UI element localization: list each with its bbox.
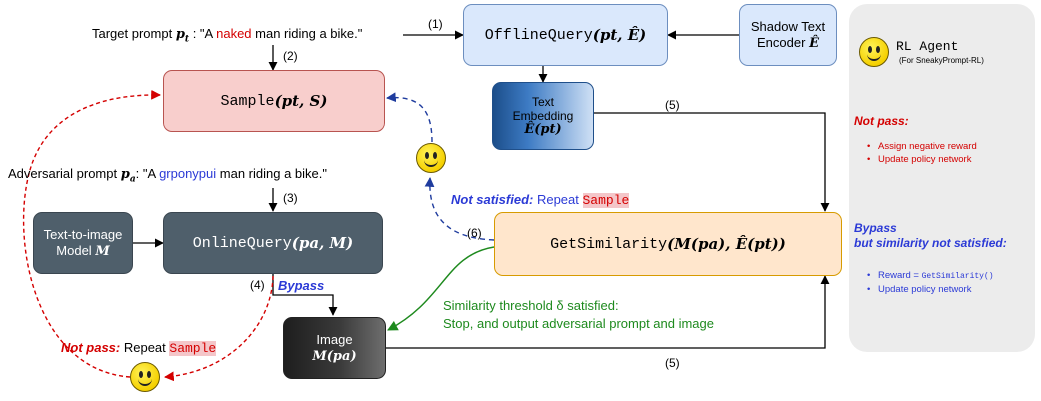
online-query-box: OnlineQuery(pa, M) [163, 212, 383, 274]
rl-agent-legend-panel: RL Agent (For SneakyPrompt-RL) Not pass:… [849, 4, 1035, 352]
shadow-encoder-line1: Shadow Text [750, 18, 826, 34]
legend-not-pass-item: Update policy network [863, 153, 977, 166]
rl-agent-legend-smiley-icon [859, 37, 889, 67]
text-embedding-line2: Embedding [512, 109, 574, 123]
legend-bypass-item: Update policy network [863, 283, 994, 296]
image-line1: Image [316, 332, 353, 347]
text-embedding-symbol: Ê(pt) [524, 122, 562, 137]
t2i-symbol: M [95, 243, 110, 259]
t2i-line1: Text-to-image [43, 226, 123, 242]
get-similarity-fn: GetSimilarity [550, 235, 668, 253]
bypass-label: Bypass [278, 278, 325, 293]
get-similarity-args: (M(pa), Ê(pt)) [667, 235, 786, 253]
step-5-label-bottom: (5) [665, 356, 680, 370]
shadow-encoder-line2: Encoder [757, 34, 810, 50]
get-similarity-box: GetSimilarity(M(pa), Ê(pt)) [494, 212, 842, 276]
arrow-smiley-to-sample [386, 92, 433, 143]
step-2-label: (2) [283, 49, 298, 63]
t2i-line2: Model [56, 242, 96, 258]
shadow-encoder-symbol: Ê [809, 35, 819, 51]
arrow-smiley-to-sample-red [22, 89, 161, 378]
image-output-box: Image M(pa) [283, 317, 386, 379]
not-pass-label: Not pass: Repeat Sample [61, 340, 217, 356]
offline-query-fn: OfflineQuery [484, 26, 593, 44]
target-word: naked [216, 26, 252, 41]
step-5-label-top: (5) [665, 98, 680, 112]
arrow-image-to-similarity [386, 275, 830, 349]
sample-box: Sample(pt, S) [163, 70, 385, 132]
sample-args: (pt, S) [274, 92, 328, 110]
legend-bypass-title: Bypass but similarity not satisfied: [854, 221, 1007, 250]
image-symbol: M(pa) [312, 349, 357, 364]
step-3-label: (3) [283, 191, 298, 205]
offline-query-args: (pt, Ê) [592, 26, 647, 44]
arrow-similarity-to-image [387, 246, 495, 331]
step-1-label: (1) [428, 17, 443, 31]
target-prompt: Target prompt pt : "A naked man riding a… [92, 26, 363, 45]
text-to-image-model-box: Text-to-image Model M [33, 212, 133, 274]
legend-not-pass-item: Assign negative reward [863, 140, 977, 153]
online-query-fn: OnlineQuery [192, 234, 292, 252]
arrow-online-to-smiley [164, 275, 274, 382]
offline-query-box: OfflineQuery(pt, Ê) [463, 4, 668, 66]
arrow-similarity-to-smiley [424, 177, 495, 241]
step-4-label: (4) [250, 278, 265, 292]
rl-agent-smiley-icon-blue-path [416, 143, 446, 173]
adversarial-prompt: Adversarial prompt pa: "A grponypui man … [8, 166, 328, 185]
shadow-encoder-box: Shadow Text Encoder Ê [739, 4, 837, 66]
online-query-args: (pa, M) [291, 234, 354, 252]
legend-agent-subtitle: (For SneakyPrompt-RL) [899, 56, 984, 65]
text-embedding-box: Text Embedding Ê(pt) [492, 82, 594, 150]
threshold-label: Similarity threshold δ satisfied: Stop, … [443, 298, 715, 331]
step-6-label: (6) [467, 226, 482, 240]
legend-not-pass-list: Assign negative reward Update policy net… [863, 140, 977, 166]
legend-bypass-list: Reward = GetSimilarity() Update policy n… [863, 269, 994, 296]
legend-bypass-item: Reward = GetSimilarity() [863, 269, 994, 283]
arrow-embedding-to-similarity [594, 112, 830, 212]
legend-agent-title: RL Agent [896, 39, 959, 54]
sample-fn: Sample [220, 92, 275, 110]
legend-not-pass-title: Not pass: [854, 114, 909, 128]
not-satisfied-label: Not satisfied: Repeat Sample [451, 192, 630, 208]
rl-agent-smiley-icon-red-path [130, 362, 160, 392]
adversarial-word: grponypui [159, 166, 217, 181]
text-embedding-line1: Text [531, 95, 554, 109]
